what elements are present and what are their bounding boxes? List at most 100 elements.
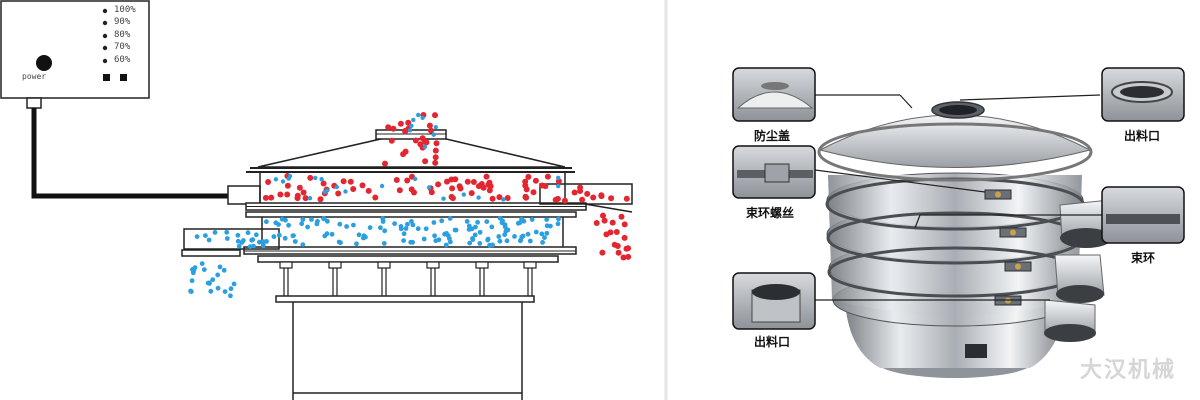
fineout-blue-particle-282: [212, 230, 218, 235]
upper-blue-particle-113: [556, 183, 561, 189]
lower-blue-particle-233: [517, 220, 523, 226]
lower-blue-particle-265: [299, 221, 305, 227]
lower-blue-particle-174: [329, 231, 335, 237]
lower-blue-particle-270: [464, 219, 470, 224]
fineout-blue-particle-294: [235, 238, 241, 244]
lower-blue-particle-205: [499, 220, 505, 226]
upper-blue-particle-108: [287, 174, 293, 179]
upper-red-particle-89: [489, 195, 496, 202]
spout-top-mouth: [1060, 228, 1112, 248]
callout-line-outlet-top: [959, 94, 1101, 101]
upper-red-particle-41: [496, 194, 503, 201]
lower-blue-particle-220: [452, 227, 458, 233]
spring-cap-3: [377, 261, 391, 269]
level-dots: [102, 8, 108, 64]
falling-blue-particle-314: [199, 261, 205, 266]
upper-red-particle-98: [347, 178, 354, 185]
lower-blue-particle-167: [484, 219, 490, 225]
nameplate: [965, 344, 987, 358]
indicator-square-2: [120, 74, 127, 81]
upper-red-particle-39: [435, 181, 442, 188]
lower-blue-particle-188: [300, 242, 306, 248]
feed-blue-particle-34: [431, 132, 436, 137]
lower-blue-particle-226: [338, 240, 343, 246]
outlet-red-particle-131: [623, 195, 630, 202]
upper-red-particle-38: [470, 179, 477, 185]
upper-red-particle-58: [372, 194, 379, 201]
falling-red-particle-151: [621, 221, 628, 228]
lower-blue-particle-263: [292, 239, 298, 244]
feed-blue-particle-31: [407, 128, 413, 133]
feed-red-particle-7: [426, 122, 433, 129]
level-label-80: 80%: [114, 30, 131, 40]
callout-line-screw: [814, 169, 986, 193]
feed-blue-particle-27: [422, 144, 428, 149]
lower-blue-particle-251: [356, 232, 362, 238]
lower-blue-particle-253: [431, 220, 437, 225]
upper-red-particle-101: [504, 195, 511, 201]
outlet-red-particle-136: [598, 193, 605, 200]
upper-blue-particle-121: [313, 175, 318, 181]
falling-blue-particle-301: [201, 267, 207, 272]
power-knob: [36, 55, 52, 71]
fineout-blue-particle-283: [250, 237, 256, 243]
upper-red-particle-80: [365, 187, 372, 194]
label-outlet-bottom: 出料口: [754, 335, 791, 349]
falling-blue-particle-308: [231, 281, 237, 287]
outlet-red-particle-127: [577, 184, 584, 191]
clamp-bolt-3: [1015, 263, 1021, 270]
callout-line-ring: [914, 214, 921, 229]
lower-blue-particle-224: [502, 224, 508, 230]
upper-blue-particle-106: [273, 177, 279, 182]
lower-blue-particle-247: [470, 237, 476, 243]
lower-blue-particle-213: [300, 217, 306, 222]
spout-mid: [1054, 254, 1105, 297]
falling-blue-particle-312: [192, 265, 198, 270]
upper-red-particle-88: [408, 186, 415, 193]
lower-blue-particle-262: [382, 228, 388, 234]
clamp-bolt-2: [1010, 229, 1016, 236]
outlet-red-particle-128: [561, 197, 568, 204]
lower-blue-particle-257: [378, 225, 383, 231]
feed-red-particle-2: [397, 120, 404, 127]
upper-red-particle-103: [544, 173, 551, 180]
lower-blue-particle-218: [497, 215, 503, 221]
lower-blue-particle-274: [556, 216, 561, 222]
feed-blue-particle-28: [416, 112, 421, 118]
lower-blue-particle-271: [447, 236, 452, 242]
lower-blue-particle-245: [415, 226, 421, 232]
falling-red-particle-154: [609, 219, 616, 226]
outlet-red-particle-135: [590, 194, 597, 201]
lower-blue-particle-239: [433, 238, 439, 244]
lower-blue-particle-229: [504, 238, 510, 244]
falling-red-particle-138: [620, 254, 627, 261]
upper-red-particle-104: [486, 187, 493, 194]
lower-blue-particle-237: [276, 222, 281, 227]
falling-blue-particle-315: [221, 267, 227, 273]
falling-blue-particle-307: [208, 288, 214, 294]
feed-blue-particle-33: [433, 125, 438, 130]
upper-red-particle-47: [396, 187, 403, 194]
upper-red-particle-95: [483, 173, 490, 180]
spring-plate: [257, 255, 559, 263]
feed-red-particle-11: [432, 154, 439, 161]
lower-blue-particle-217: [381, 241, 387, 246]
lower-blue-particle-195: [305, 224, 310, 230]
lower-blue-particle-259: [309, 217, 314, 222]
fineout-blue-particle-285: [245, 230, 251, 236]
lower-blue-particle-216: [489, 224, 495, 230]
feed-red-particle-5: [423, 139, 430, 146]
fineout-blue-particle-289: [241, 238, 246, 243]
upper-red-particle-44: [307, 174, 314, 181]
falling-blue-particle-309: [205, 280, 211, 286]
lower-blue-particle-252: [432, 233, 437, 239]
lower-blue-particle-256: [520, 233, 526, 239]
level-dot-1: [102, 8, 108, 14]
upper-red-particle-62: [268, 194, 275, 201]
falling-red-particle-141: [600, 212, 606, 219]
feed-red-particle-10: [419, 135, 426, 142]
lower-blue-particle-234: [512, 234, 517, 239]
lower-blue-particle-246: [410, 222, 416, 228]
upper-red-particle-94: [485, 181, 492, 188]
lower-blue-particle-254: [325, 218, 330, 224]
